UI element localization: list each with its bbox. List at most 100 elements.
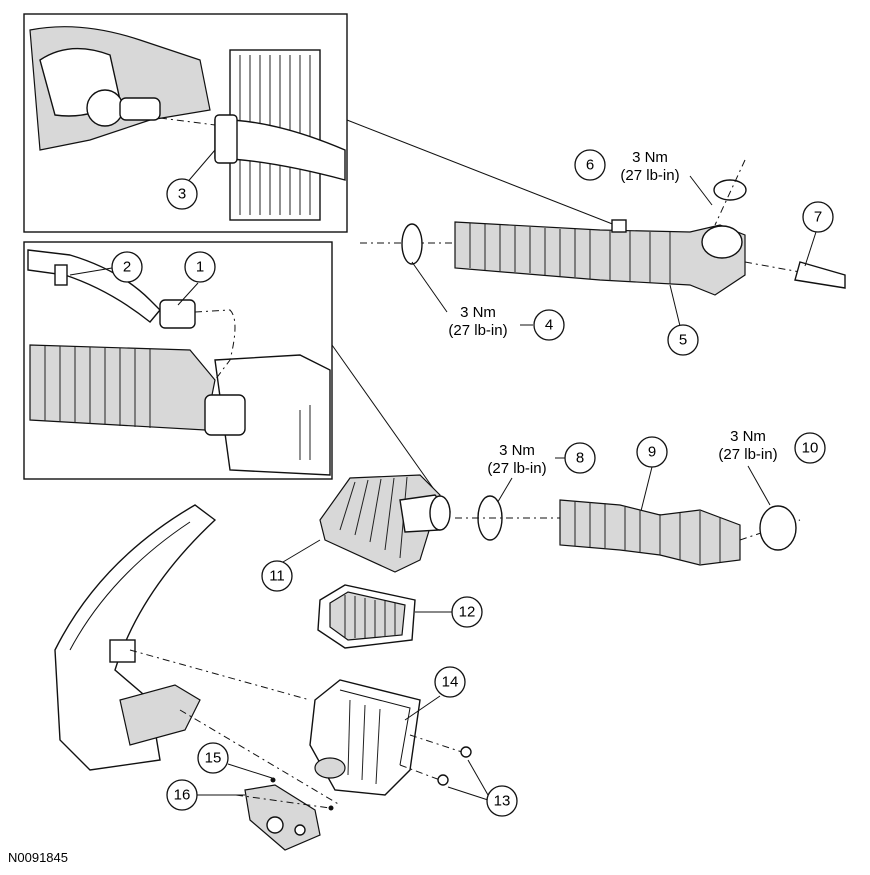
callout-15-leader (227, 763, 273, 779)
callout-10-circle (794, 432, 826, 464)
filter-12-media (329, 591, 406, 641)
filter-12-pleats (344, 595, 396, 638)
callout-5-label: 5 (679, 332, 687, 349)
bracket-16-hole-2 (294, 824, 306, 836)
callout-14-circle (434, 666, 466, 698)
air-filter-element: 12 (317, 584, 483, 649)
callout-14-label: 14 (442, 674, 459, 691)
callout-5-circle (667, 324, 699, 356)
torque-6-lbin: (27 lb-in) (620, 167, 679, 184)
inset-middle-fitting (54, 264, 68, 286)
callout-12-label: 12 (459, 604, 476, 621)
lower-duct-assembly: 3 Nm (27 lb-in) 8 9 3 Nm (27 lb-in) 10 (455, 428, 826, 566)
callout-13-circle (486, 785, 518, 817)
inset-middle-airbox (214, 354, 331, 476)
fender-apron-edge (69, 521, 191, 651)
callout-8-leader (495, 477, 513, 506)
callout-15-label: 15 (205, 750, 222, 767)
inset-top-nipple (119, 97, 161, 121)
callout-1-label: 1 (196, 259, 204, 276)
callout-5-leader (669, 284, 681, 327)
figure-id: N0091845 (8, 850, 68, 865)
fastener-15 (270, 777, 276, 783)
callout-6-leader (689, 175, 713, 206)
upper-duct-clamp-ring (401, 223, 423, 265)
bracket-16-body (244, 784, 321, 851)
fender-to-box-line (129, 649, 311, 701)
callout-10-leader (747, 465, 771, 506)
inset-middle-to-airbox-line (331, 344, 439, 496)
inset-middle: 2 1 (23, 241, 333, 480)
callout-4-leader (411, 261, 448, 313)
inset-middle-duct (29, 344, 216, 431)
callout-12-circle (451, 596, 483, 628)
callout-14-leader (404, 695, 441, 721)
fender-apron-body (54, 504, 217, 771)
callout-2-label: 2 (123, 259, 131, 276)
lower-duct-tube (559, 499, 741, 566)
inset-top-dash (159, 117, 216, 126)
cover-11-outlet-ring (429, 495, 451, 531)
grommets: 13 (399, 734, 518, 817)
lower-duct-ribs (574, 501, 721, 564)
torque-8-nm: 3 Nm (499, 442, 535, 459)
clamp-6-axis (714, 159, 746, 226)
inset-top: 3 (23, 13, 348, 233)
inset-top-hose (214, 119, 346, 181)
callout-16-label: 16 (174, 787, 191, 804)
upper-duct-fitting (611, 219, 627, 233)
torque-10-lbin: (27 lb-in) (718, 446, 777, 463)
box-14-inner-edge (339, 689, 411, 766)
callout-7-leader (804, 231, 817, 267)
inset-top-to-clamp-line (346, 119, 616, 226)
air-cleaner-box: 14 (309, 666, 466, 796)
callout-8-circle (564, 442, 596, 474)
callout-16-circle (166, 779, 198, 811)
callout-3-circle (166, 178, 198, 210)
callout-2-circle (111, 251, 143, 283)
upper-duct-assembly: 6 3 Nm (27 lb-in) 7 3 Nm (27 lb-in) 4 5 (360, 149, 846, 356)
fender-apron (54, 504, 341, 806)
callout-3-label: 3 (178, 186, 186, 203)
grommet-axis-2 (399, 764, 441, 781)
fastener-15b (328, 805, 334, 811)
callout-4-circle (533, 309, 565, 341)
clamp-6-ring (713, 179, 747, 201)
callout-9-label: 9 (648, 444, 656, 461)
inset-middle-duct-ribs (44, 346, 151, 428)
upper-duct-axis-right (744, 261, 801, 273)
vent-tube-7 (794, 261, 846, 289)
bracket-axis (235, 794, 331, 809)
callout-6-label: 6 (586, 157, 594, 174)
fender-apron-mount (109, 639, 136, 663)
box-14-inlet (314, 757, 346, 779)
inset-middle-maf-sensor (204, 394, 246, 436)
callout-13-label: 13 (494, 793, 511, 810)
torque-6-nm: 3 Nm (632, 149, 668, 166)
grommet-axis-1 (409, 734, 463, 753)
upper-duct-ribs (469, 223, 671, 284)
callout-13-leader-a (467, 759, 489, 796)
upper-duct-elbow-end (701, 225, 743, 259)
torque-4-nm: 3 Nm (460, 304, 496, 321)
upper-duct-tube (454, 221, 746, 296)
fender-apron-bracket (119, 684, 201, 746)
air-cleaner-cover: 11 (261, 474, 451, 592)
callout-6-circle (574, 149, 606, 181)
inset-top-clamp (214, 114, 238, 164)
callout-11-circle (261, 560, 293, 592)
callout-1-circle (184, 251, 216, 283)
inset-middle-connector (159, 299, 196, 329)
inset-top-port (86, 89, 124, 127)
callout-1-leader (177, 282, 199, 306)
fender-to-bracket-line (179, 709, 341, 806)
callout-8-label: 8 (576, 450, 584, 467)
bracket-16-hole (266, 816, 284, 834)
inset-middle-dash (194, 309, 236, 381)
callout-15-circle (197, 742, 229, 774)
torque-10-nm: 3 Nm (730, 428, 766, 445)
callout-3-leader (184, 149, 216, 186)
clamp-10-ring (759, 505, 797, 551)
